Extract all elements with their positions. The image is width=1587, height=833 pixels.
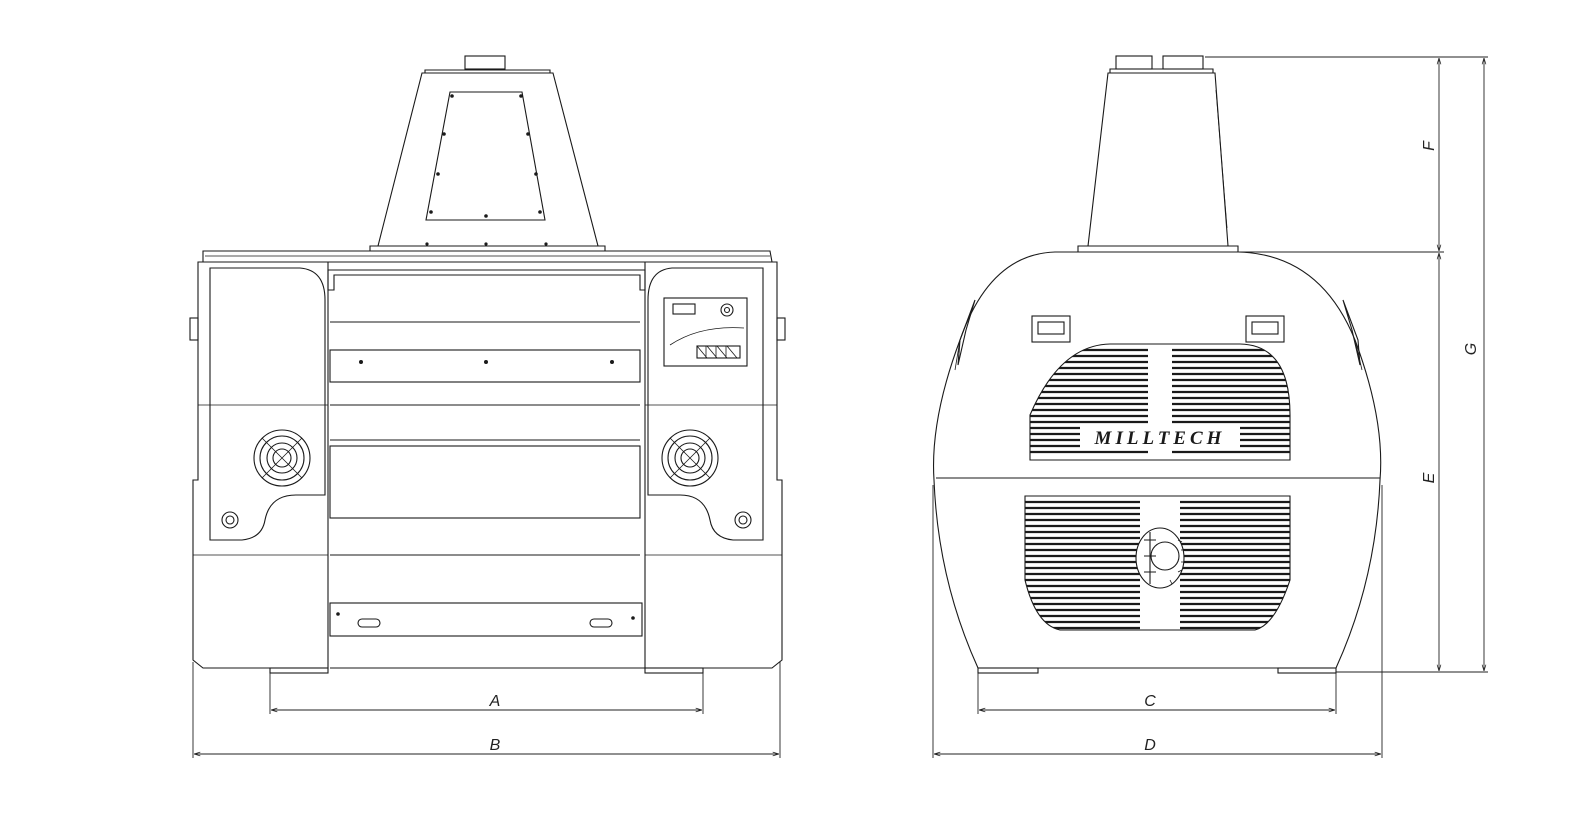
front-body (189, 250, 786, 674)
side-view: MILLTECH (933, 55, 1382, 674)
dimension-lines: A B C D F E G (192, 56, 1488, 758)
lower-grill (1024, 495, 1291, 631)
gear-logo-icon (1135, 527, 1185, 589)
front-view (189, 55, 786, 674)
brand-logo-text: MILLTECH (1094, 428, 1226, 449)
dimension-label-e: E (1421, 472, 1438, 483)
right-gear-motor (661, 429, 719, 487)
left-gear-motor (253, 429, 311, 487)
dimension-label-c: C (1144, 693, 1156, 710)
dimension-label-g: G (1463, 343, 1480, 355)
dimension-label-b: B (490, 737, 501, 754)
dimension-label-d: D (1144, 737, 1156, 754)
side-hopper (1077, 55, 1239, 253)
front-hopper (369, 55, 606, 252)
dimension-label-f: F (1421, 140, 1438, 151)
upper-grill: MILLTECH (1029, 343, 1291, 461)
dimension-label-a: A (489, 693, 501, 710)
